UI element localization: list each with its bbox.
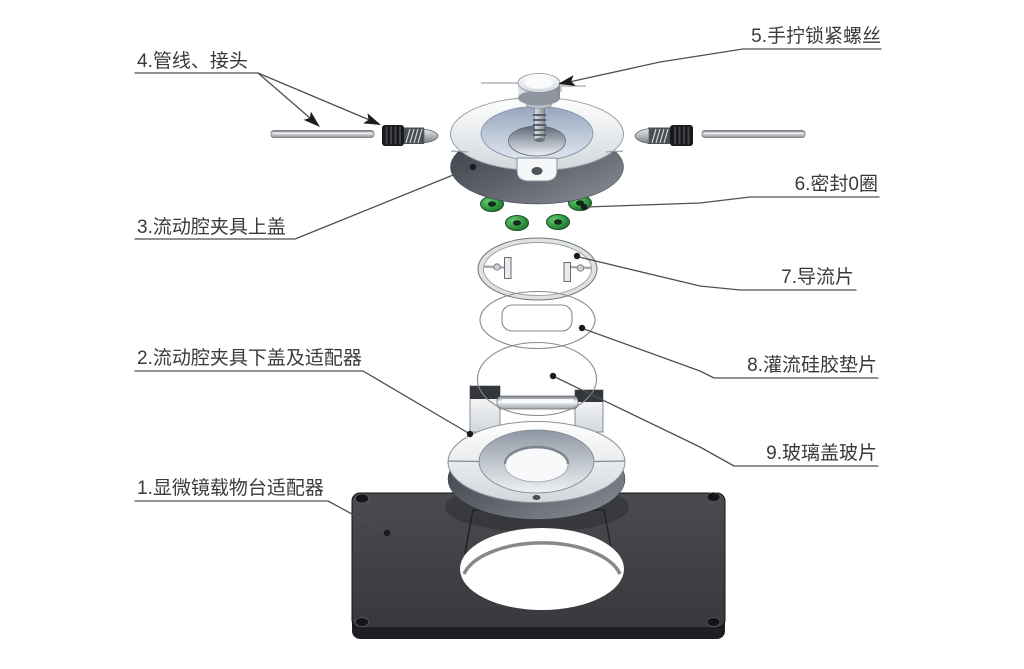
thread-lines [651, 128, 669, 144]
knurl-ridge [390, 126, 392, 145]
flow-chamber-lower-cover [447, 385, 626, 520]
screw-thread [532, 134, 547, 136]
corner-screw-hole [706, 492, 721, 502]
label-o-ring: 6.密封0圈 [795, 173, 878, 195]
leader-7-dot [573, 252, 581, 260]
leader-3 [134, 166, 474, 240]
knurl-ridge [674, 126, 676, 145]
perfusion-silicone-gasket [479, 290, 596, 350]
o-ring [505, 215, 529, 231]
tubing-and-fittings [270, 125, 806, 146]
leader-4a [134, 72, 319, 126]
screw-cap-bottom [518, 90, 560, 106]
tube-right-highlight [704, 132, 803, 134]
guide-port-nut-left [493, 263, 501, 271]
tube-left-highlight [273, 132, 372, 134]
leader-3-dot [469, 163, 477, 171]
screw-thread [532, 114, 547, 116]
corner-screw-hole [355, 617, 369, 627]
leader-8 [583, 328, 879, 379]
fitting-threads-right [648, 127, 670, 144]
knurl-ridge [687, 126, 690, 145]
screw-thread [532, 119, 547, 121]
label-gasket: 8.灌流硅胶垫片 [747, 354, 877, 376]
knurl-ridge [683, 126, 685, 145]
screw-thread [532, 129, 547, 131]
guide-port-right [563, 262, 571, 282]
base-plate-aperture [460, 528, 624, 610]
thread-lines [405, 128, 423, 144]
leader-7 [578, 256, 857, 291]
screw-tip [534, 138, 545, 142]
leader-lines [134, 48, 882, 537]
corner-screw-hole [706, 617, 721, 627]
leader-9 [554, 376, 879, 467]
aperture-inner-wall [462, 541, 622, 575]
hinge-pin-highlight [501, 399, 574, 403]
cover-seam-right [605, 150, 624, 153]
corner-screw-hole [355, 493, 369, 504]
leader-1 [134, 500, 388, 534]
leader-5 [559, 48, 882, 85]
leader-6-dot [580, 203, 588, 211]
knurl-ridge [394, 126, 397, 145]
cover-seam-left [450, 150, 469, 153]
lower-cover-window-shade [503, 445, 570, 465]
leader-9-dot [549, 372, 557, 380]
hinge-post-right-cap [575, 390, 603, 402]
knurl-ridge [399, 126, 401, 145]
gasket-channel-cutout [501, 304, 573, 332]
fitting-knurl-right [670, 125, 693, 146]
label-guide-plate: 7.导流片 [781, 266, 854, 288]
leader-4b-arrow [363, 113, 384, 131]
leader-8-dot [578, 324, 586, 332]
hinge-post-left-cap [470, 386, 500, 399]
leader-6 [585, 196, 880, 208]
coverslip-outline [476, 341, 598, 417]
glass-coverslip [476, 341, 598, 417]
leader-1-dot [383, 529, 391, 537]
label-thumb-screw: 5.手拧锁紧螺丝 [751, 25, 881, 47]
fitting-cone-right [634, 128, 650, 144]
cover-notch-right [560, 85, 586, 92]
screw-thread [532, 124, 547, 126]
clamp-split-line-right [593, 460, 626, 463]
knurl-ridge [678, 126, 681, 145]
clamp-split-line-left [447, 460, 480, 463]
o-ring [546, 214, 570, 230]
labels: 1.显微镜载物台适配器 2.流动腔夹具下盖及适配器 3.流动腔夹具上盖 4.管线… [137, 25, 881, 499]
label-coverslip: 9.玻璃盖玻片 [766, 442, 877, 464]
guide-port-left [504, 257, 512, 279]
label-tubing-fittings: 4.管线、接头 [137, 50, 248, 72]
label-upper-cover: 3.流动腔夹具上盖 [137, 216, 286, 238]
cover-notch-left [481, 82, 520, 90]
flow-guide-plate [477, 237, 598, 301]
label-lower-cover: 2.流动腔夹具下盖及适配器 [137, 347, 362, 369]
leader-4b [257, 72, 380, 125]
leader-2-dot [466, 430, 474, 438]
screw-cap-highlight [525, 77, 553, 89]
gasket-outline [479, 290, 596, 350]
cover-front-tab-hole [531, 167, 543, 175]
leader-2 [134, 370, 471, 435]
fitting-cone-left [423, 128, 439, 144]
thumb-screw [517, 73, 561, 142]
guide-port-nut-right [576, 264, 585, 272]
lower-cover-front-hole [532, 495, 541, 500]
knurl-ridge [385, 126, 388, 145]
label-stage-adapter: 1.显微镜载物台适配器 [137, 477, 324, 499]
